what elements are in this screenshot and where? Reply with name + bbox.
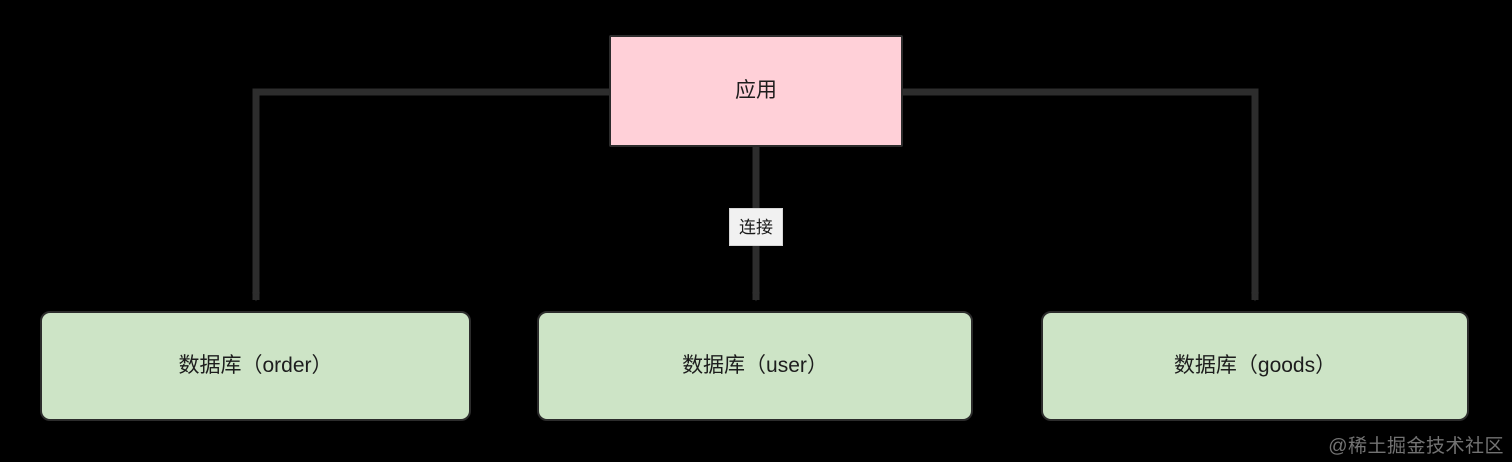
- edge-app-to-order: [252, 88, 609, 302]
- edge-label-connect-text: 连接: [739, 217, 773, 237]
- node-db-goods[interactable]: 数据库（goods）: [1041, 311, 1469, 421]
- node-db-user[interactable]: 数据库（user）: [537, 311, 973, 421]
- node-app[interactable]: 应用: [609, 35, 903, 147]
- node-db-user-label: 数据库（user）: [682, 354, 828, 378]
- node-db-goods-label: 数据库（goods）: [1173, 354, 1337, 378]
- watermark: @稀土掘金技术社区: [1328, 436, 1504, 457]
- node-db-order-label: 数据库（order）: [178, 354, 333, 378]
- node-db-order[interactable]: 数据库（order）: [40, 311, 471, 421]
- edge-app-to-goods: [903, 88, 1259, 302]
- node-app-label: 应用: [735, 79, 777, 103]
- edge-label-connect: 连接: [729, 208, 783, 246]
